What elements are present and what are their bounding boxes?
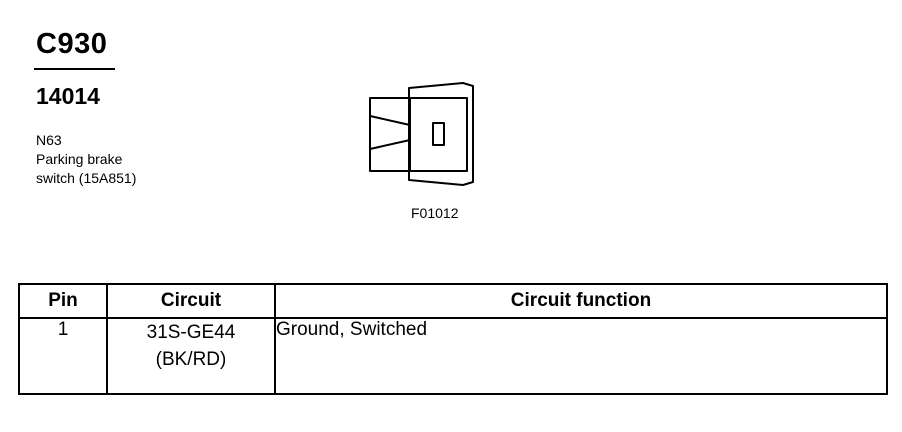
connector-housing-outline: [408, 82, 474, 186]
pin-1-terminal: [432, 122, 445, 146]
circuit-wire-color: (BK/RD): [155, 349, 227, 370]
figure-code: F01012: [411, 205, 459, 221]
part-number: 14014: [36, 83, 100, 109]
connector-face-diagram: [369, 82, 474, 186]
cell-pin-number: 1: [18, 317, 108, 395]
header-circuit-function: Circuit function: [274, 283, 888, 319]
table-row: 1 31S-GE44 (BK/RD) Ground, Switched: [18, 317, 888, 395]
tab-ridge-lower: [369, 139, 411, 150]
pin-table: Pin Circuit Circuit function 1 31S-GE44 …: [18, 283, 888, 395]
pin-table-header-row: Pin Circuit Circuit function: [18, 283, 888, 319]
connector-locking-tab: [369, 97, 411, 172]
cell-circuit: 31S-GE44 (BK/RD): [106, 317, 276, 395]
connector-id-underline: [34, 68, 115, 70]
header-pin: Pin: [18, 283, 108, 319]
circuit-code: 31S-GE44: [146, 322, 236, 343]
header-circuit: Circuit: [106, 283, 276, 319]
component-code: N63: [36, 132, 62, 148]
connector-id: C930: [36, 28, 108, 60]
component-name-line1: Parking brake: [36, 151, 123, 167]
component-description: N63 Parking brake switch (15A851): [36, 131, 136, 188]
tab-ridge-upper: [369, 115, 411, 126]
cell-circuit-function: Ground, Switched: [274, 317, 888, 395]
component-name-line2: switch (15A851): [36, 170, 137, 186]
connector-terminal-cavity: [409, 97, 468, 172]
